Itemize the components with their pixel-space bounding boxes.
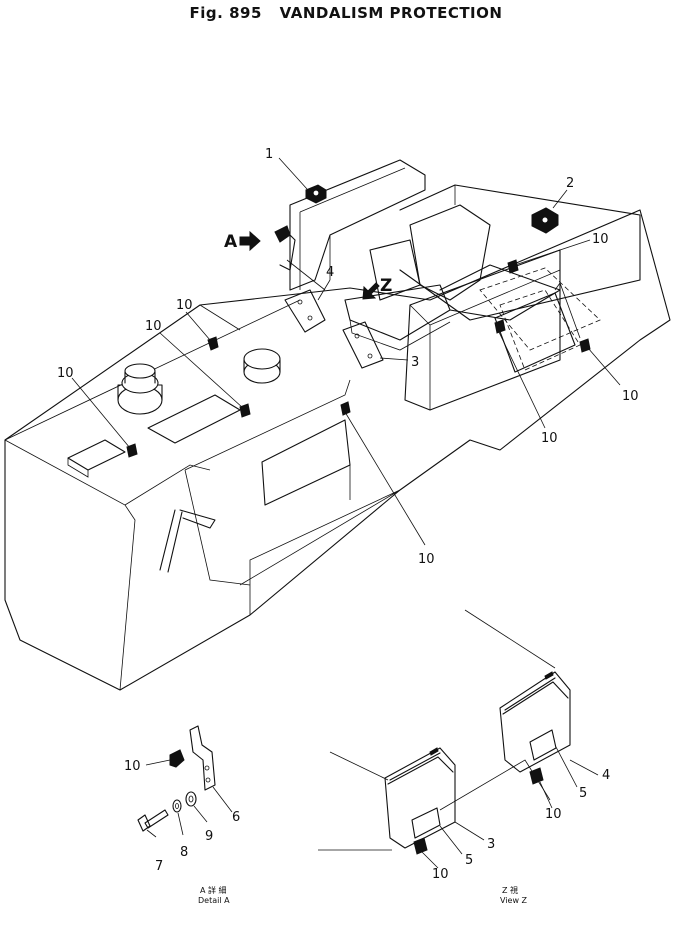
callout-10-g: 10 — [622, 389, 639, 404]
callout-10-j: 10 — [432, 867, 449, 882]
machine-body — [4, 159, 671, 691]
view-z-letter: Z — [380, 276, 392, 296]
callout-7: 7 — [155, 859, 163, 874]
detail-a-exploded — [137, 725, 233, 838]
callout-10-f: 10 — [541, 431, 558, 446]
callout-4: 4 — [326, 265, 334, 280]
view-z-arrow: Z — [362, 276, 392, 300]
figure-name: VANDALISM PROTECTION — [279, 4, 503, 22]
callout-3-b: 3 — [487, 837, 495, 852]
lock-symbols — [126, 259, 591, 458]
callouts-main: 1 2 4 3 10 10 10 10 10 10 10 — [57, 147, 639, 567]
callout-3: 3 — [411, 355, 419, 370]
callout-5-b: 5 — [465, 853, 473, 868]
callout-10-e: 10 — [592, 232, 609, 247]
figure-title: Fig. 895 VANDALISM PROTECTION — [0, 4, 692, 22]
callouts-view-z: 4 5 10 3 5 10 — [432, 768, 610, 882]
part-3-plate — [342, 321, 409, 369]
callouts-detail-a: 10 7 8 9 6 — [124, 759, 240, 874]
leader-lines-main — [71, 239, 621, 546]
callout-2: 2 — [566, 176, 574, 191]
callout-9: 9 — [205, 829, 213, 844]
caption-detail-a: Detail A — [198, 896, 230, 905]
callout-8: 8 — [180, 845, 188, 860]
callout-10-b: 10 — [145, 319, 162, 334]
detail-a-letter: A — [224, 232, 238, 252]
part-4-plate — [284, 279, 331, 333]
callout-10-c: 10 — [57, 366, 74, 381]
callout-10-i: 10 — [545, 807, 562, 822]
view-z-boxes — [318, 609, 599, 869]
callout-10-a: 10 — [176, 298, 193, 313]
figure-number: Fig. 895 — [189, 4, 262, 22]
detail-a-bracket — [274, 225, 326, 291]
captions: A 詳 細 Detail A Z 視 View Z — [198, 885, 528, 905]
callout-10-h: 10 — [124, 759, 141, 774]
callout-4-b: 4 — [602, 768, 610, 783]
callout-5-a: 5 — [579, 786, 587, 801]
caption-view-z: View Z — [500, 896, 528, 905]
caption-view-z-jp: Z 視 — [502, 886, 518, 895]
callout-10-d: 10 — [418, 552, 435, 567]
part-2-lock — [531, 189, 568, 234]
caption-detail-a-jp: A 詳 細 — [200, 885, 227, 895]
part-1-lock — [278, 157, 327, 204]
callout-1: 1 — [265, 147, 273, 162]
callout-6: 6 — [232, 810, 240, 825]
detail-a-arrow: A — [224, 230, 261, 252]
